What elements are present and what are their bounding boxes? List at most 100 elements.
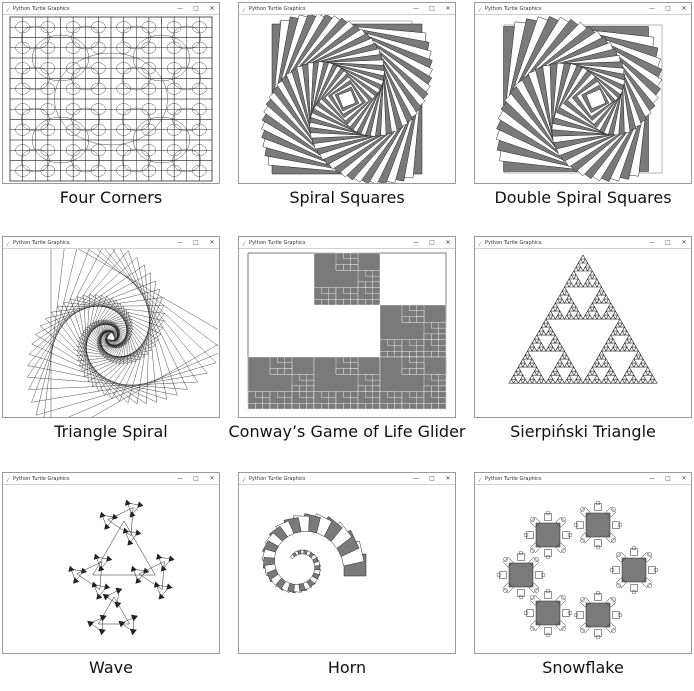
fractal-shape (148, 170, 162, 182)
close-button[interactable]: ✕ (209, 239, 215, 246)
fractal-shape (98, 109, 112, 120)
minimize-button[interactable]: — (649, 475, 655, 482)
maximize-button[interactable]: □ (429, 239, 435, 246)
maximize-button[interactable]: □ (193, 5, 199, 12)
minimize-button[interactable]: — (413, 5, 419, 12)
fractal-shape (85, 78, 99, 89)
close-button[interactable]: ✕ (445, 475, 451, 482)
minimize-button[interactable]: — (649, 5, 655, 12)
glider-cell (299, 391, 307, 398)
sierpinski-triangle (577, 314, 584, 320)
sierpinski-triangle (563, 290, 570, 296)
snowflake-branch (647, 552, 652, 557)
fractal-shape (47, 170, 61, 182)
fractal-shape (65, 62, 81, 75)
fractal-shape (199, 170, 213, 182)
fractal-shape (91, 21, 106, 34)
fractal-shape (9, 170, 23, 182)
snowflake-branch (630, 584, 638, 592)
snowflake-branch (535, 571, 543, 579)
snowflake-branch (562, 609, 570, 617)
fractal-shape (60, 88, 74, 100)
glider-cell (379, 403, 388, 410)
spiral-triangle (27, 250, 178, 396)
sierpinski-triangle (610, 346, 616, 352)
fractal-shape (141, 62, 157, 75)
close-button[interactable]: ✕ (445, 239, 451, 246)
sierpinski-triangle (589, 366, 596, 372)
glider-cell (416, 368, 425, 375)
sierpinski-triangle (559, 290, 566, 296)
minimize-button[interactable]: — (177, 5, 183, 12)
close-button[interactable]: ✕ (209, 475, 215, 482)
glider-cell (328, 403, 337, 410)
minimize-button[interactable]: — (413, 239, 419, 246)
close-button[interactable]: ✕ (681, 239, 687, 246)
snowflake-branch (594, 593, 602, 601)
sierpinski-triangle (566, 374, 572, 380)
fractal-shape (186, 119, 200, 130)
close-button[interactable]: ✕ (209, 5, 215, 12)
sierpinski-triangle (557, 294, 563, 300)
maximize-button[interactable]: □ (193, 239, 199, 246)
wave-triangle (115, 587, 123, 595)
wave-triangle (70, 568, 84, 582)
sierpinski-triangle (566, 310, 572, 316)
fractal-shape (123, 16, 137, 28)
fractal-shape (199, 119, 213, 130)
fractal-shape (85, 47, 99, 59)
close-button[interactable]: ✕ (445, 5, 451, 12)
fractal-shape (60, 68, 74, 79)
example-caption: Double Spiral Squares (494, 188, 672, 207)
sierpinski-triangle (610, 314, 616, 320)
snowflake-branch (615, 551, 627, 563)
sierpinski-triangle (619, 322, 626, 328)
sierpinski-triangle (596, 298, 603, 304)
snowflake-branch (579, 506, 591, 518)
fractal-shape (173, 68, 187, 79)
fractal-shape (47, 119, 61, 130)
fractal-shape (72, 88, 86, 100)
fractal-shape (192, 123, 207, 136)
sierpinski-triangle (596, 354, 603, 360)
snowflake-branch (612, 521, 620, 529)
minimize-button[interactable]: — (413, 475, 419, 482)
close-button[interactable]: ✕ (681, 475, 687, 482)
fractal-shape (35, 129, 49, 141)
close-button[interactable]: ✕ (681, 5, 687, 12)
fractal-shape (60, 129, 74, 141)
sierpinski-triangle (607, 334, 614, 340)
glider-cell (284, 362, 293, 369)
fractal-shape (148, 129, 162, 141)
sierpinski-triangle (573, 282, 579, 288)
glider-cell (299, 403, 307, 410)
maximize-button[interactable]: □ (429, 475, 435, 482)
fractal-shape (173, 109, 187, 120)
minimize-button[interactable]: — (177, 475, 183, 482)
snowflake-branch (499, 571, 507, 579)
sierpinski-triangle (568, 362, 575, 368)
snowflake-square (508, 562, 534, 588)
sierpinski-triangle (577, 258, 584, 264)
fractal-shape (60, 78, 74, 89)
sierpinski-triangle (594, 374, 600, 380)
maximize-button[interactable]: □ (665, 5, 671, 12)
minimize-button[interactable]: — (649, 239, 655, 246)
fractal-shape (186, 109, 200, 120)
glider-cell (350, 362, 359, 369)
fractal-shape (161, 98, 175, 110)
maximize-button[interactable]: □ (429, 5, 435, 12)
sierpinski-triangle (642, 370, 649, 376)
wave-triangle (93, 584, 108, 598)
fractal-shape (20, 148, 50, 173)
sierpinski-triangle (568, 314, 575, 320)
maximize-button[interactable]: □ (193, 475, 199, 482)
fractal-shape (60, 150, 74, 161)
fractal-shape (40, 41, 56, 54)
maximize-button[interactable]: □ (665, 239, 671, 246)
python-feather-icon (6, 475, 10, 482)
maximize-button[interactable]: □ (665, 475, 671, 482)
minimize-button[interactable]: — (177, 239, 183, 246)
window-title-bar: Python Turtle Graphics —□✕ (239, 473, 455, 485)
snowflake-branch (611, 507, 616, 512)
